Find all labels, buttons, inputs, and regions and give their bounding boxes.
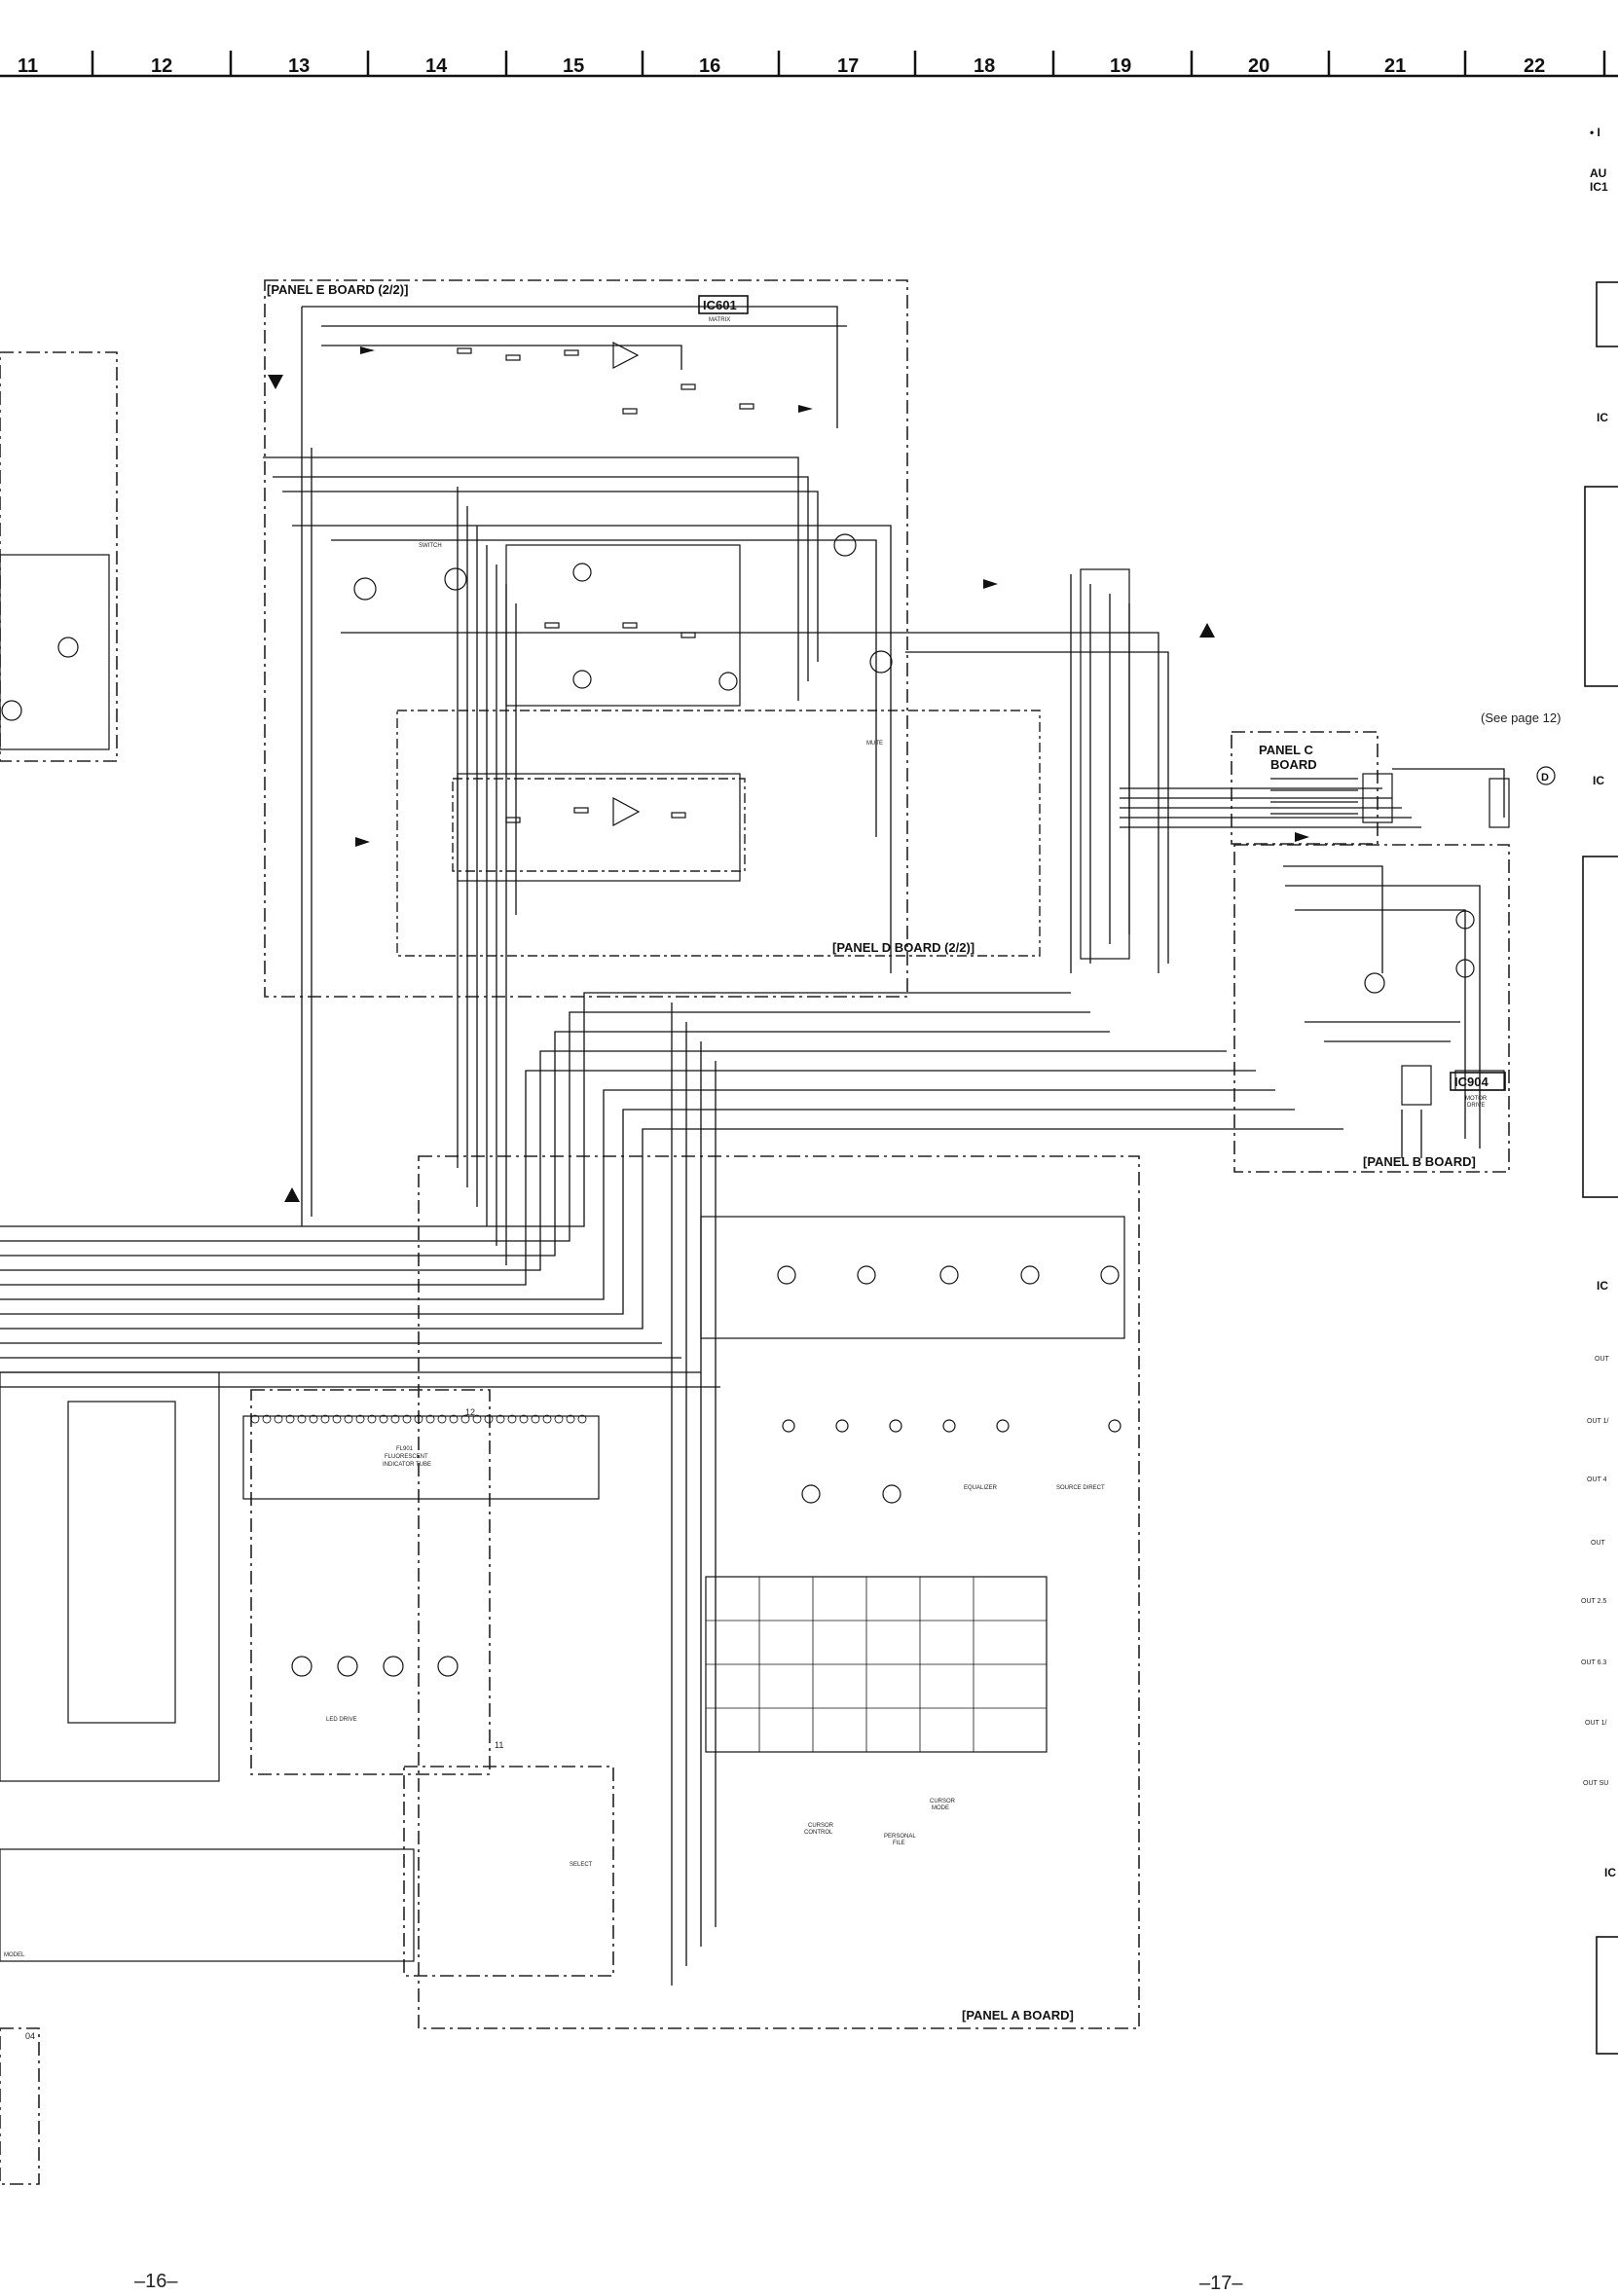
grid-col-20: 20: [1248, 55, 1269, 77]
transistor-q1: [353, 577, 377, 601]
panel-b-label: [PANEL B BOARD]: [1363, 1154, 1476, 1169]
fl-tube-3: INDICATOR TUBE: [383, 1462, 431, 1468]
transistor-q2: [444, 567, 467, 591]
box-04-label: 04: [25, 2031, 35, 2041]
left-bottom-outline: [0, 2027, 40, 2185]
panel-b-chip: [1401, 1065, 1432, 1106]
right-au: AU: [1590, 166, 1606, 180]
page-number-right: –17–: [1199, 2273, 1243, 2294]
grid-col-13: 13: [288, 55, 310, 77]
lower-opamp: [612, 796, 641, 827]
grid-col-17: 17: [837, 55, 859, 77]
panel-d-opamp-block: [457, 773, 741, 882]
left-partial-outline: [0, 351, 118, 762]
out-label-2: OUT 1/: [1587, 1418, 1608, 1425]
transistor-q3: [572, 563, 592, 582]
cursor-mode-1: CURSOR: [930, 1799, 956, 1804]
right-ic1: IC1: [1590, 180, 1608, 194]
transistor-mute-2: [869, 650, 893, 674]
transistor-q5: [718, 672, 738, 691]
panel-b-outline: [1233, 844, 1510, 1173]
transistor-q4: [572, 670, 592, 689]
out-label-3: OUT 4: [1587, 1476, 1607, 1483]
out-label-5: OUT 2.5: [1581, 1598, 1606, 1605]
out-label-8: OUT SU: [1583, 1780, 1608, 1787]
grid-col-19: 19: [1110, 55, 1131, 77]
transistor-mute-1: [833, 533, 857, 557]
equalizer-label: EQUALIZER: [964, 1485, 998, 1491]
right-ic-b: IC: [1593, 774, 1604, 787]
out-label-4: OUT: [1591, 1540, 1606, 1547]
right-ic-d: IC: [1604, 1866, 1616, 1879]
panel-d-inner: [452, 778, 746, 872]
source-direct-label: SOURCE DIRECT: [1056, 1485, 1105, 1491]
ic601-sub: MATRIX: [709, 317, 730, 323]
model-label: MODEL: [4, 1952, 25, 1958]
grid-ruler: 11 12 13 14 15 16 17 18 19 20 21 22: [0, 51, 1618, 78]
right-bullet: • I: [1590, 126, 1600, 139]
grid-col-11: 11: [18, 55, 38, 77]
panel-a-label: [PANEL A BOARD]: [962, 2008, 1074, 2023]
led-drive-outline: [250, 1389, 491, 1775]
page-number-left: –16–: [134, 2271, 178, 2292]
panel-c-connector: [1362, 773, 1393, 823]
grid-col-14: 14: [425, 55, 448, 77]
cursor-mode-2: MODE: [932, 1805, 949, 1811]
see-page-note: (See page 12): [1481, 711, 1561, 725]
select-label: SELECT: [570, 1862, 593, 1868]
personal-file-1: PERSONAL: [884, 1834, 916, 1840]
box-12-label: 12: [465, 1407, 475, 1417]
switch-block: [505, 544, 741, 707]
select-block-outline: [403, 1766, 614, 1977]
panel-e-outline: [264, 279, 908, 998]
right-ic-c: IC: [1597, 1279, 1608, 1293]
bottom-key-row: [0, 1848, 415, 1962]
panel-a-outline: [418, 1155, 1140, 2029]
grid-col-21: 21: [1384, 55, 1406, 77]
fl-tube-2: FLUORESCENT: [385, 1454, 428, 1460]
board-outlines: [0, 279, 1510, 2185]
out-label-7: OUT 1/: [1585, 1720, 1606, 1727]
ic904-label: IC904: [1454, 1075, 1489, 1089]
grid-col-18: 18: [974, 55, 995, 77]
panel-b-connector: [1489, 778, 1510, 828]
grid-col-15: 15: [563, 55, 584, 77]
panel-c-label-line2: BOARD: [1270, 757, 1317, 772]
out-label-1: OUT: [1595, 1356, 1610, 1363]
cursor-control-2: CONTROL: [804, 1830, 833, 1836]
left-partial-circuit: [0, 554, 110, 750]
panel-d-connector: [1080, 568, 1130, 960]
switch-label: SWITCH: [419, 543, 442, 549]
cursor-control-1: CURSOR: [808, 1823, 834, 1829]
box-11-label: 11: [495, 1740, 503, 1750]
right-ic-a: IC: [1597, 411, 1608, 424]
wiring: [0, 306, 1505, 1986]
ic601-opamp: [612, 342, 640, 369]
ic601-label: IC601: [703, 298, 737, 312]
ic904-sub-2: DRIVE: [1467, 1103, 1485, 1109]
led-drive-label: LED DRIVE: [326, 1717, 357, 1723]
fl-tube-1: FL901: [396, 1446, 414, 1452]
panel-d-label: [PANEL D BOARD (2/2)]: [832, 940, 974, 955]
personal-file-2: FILE: [893, 1840, 905, 1846]
grid-col-16: 16: [699, 55, 720, 77]
grid-col-22: 22: [1524, 55, 1545, 77]
grid-col-12: 12: [151, 55, 172, 77]
out-label-6: OUT 6.3: [1581, 1659, 1606, 1666]
panel-d-outline: [396, 710, 1041, 957]
panel-e-label: [PANEL E BOARD (2/2)]: [267, 282, 408, 297]
mute-label: MUTE: [866, 741, 883, 747]
ic904-sub-1: MOTOR: [1465, 1096, 1488, 1102]
led-transistor-row: [700, 1216, 1125, 1339]
panel-c-label-line1: PANEL C: [1259, 743, 1313, 757]
left-connector-block: [67, 1401, 176, 1724]
connector-d: D: [1541, 772, 1549, 784]
